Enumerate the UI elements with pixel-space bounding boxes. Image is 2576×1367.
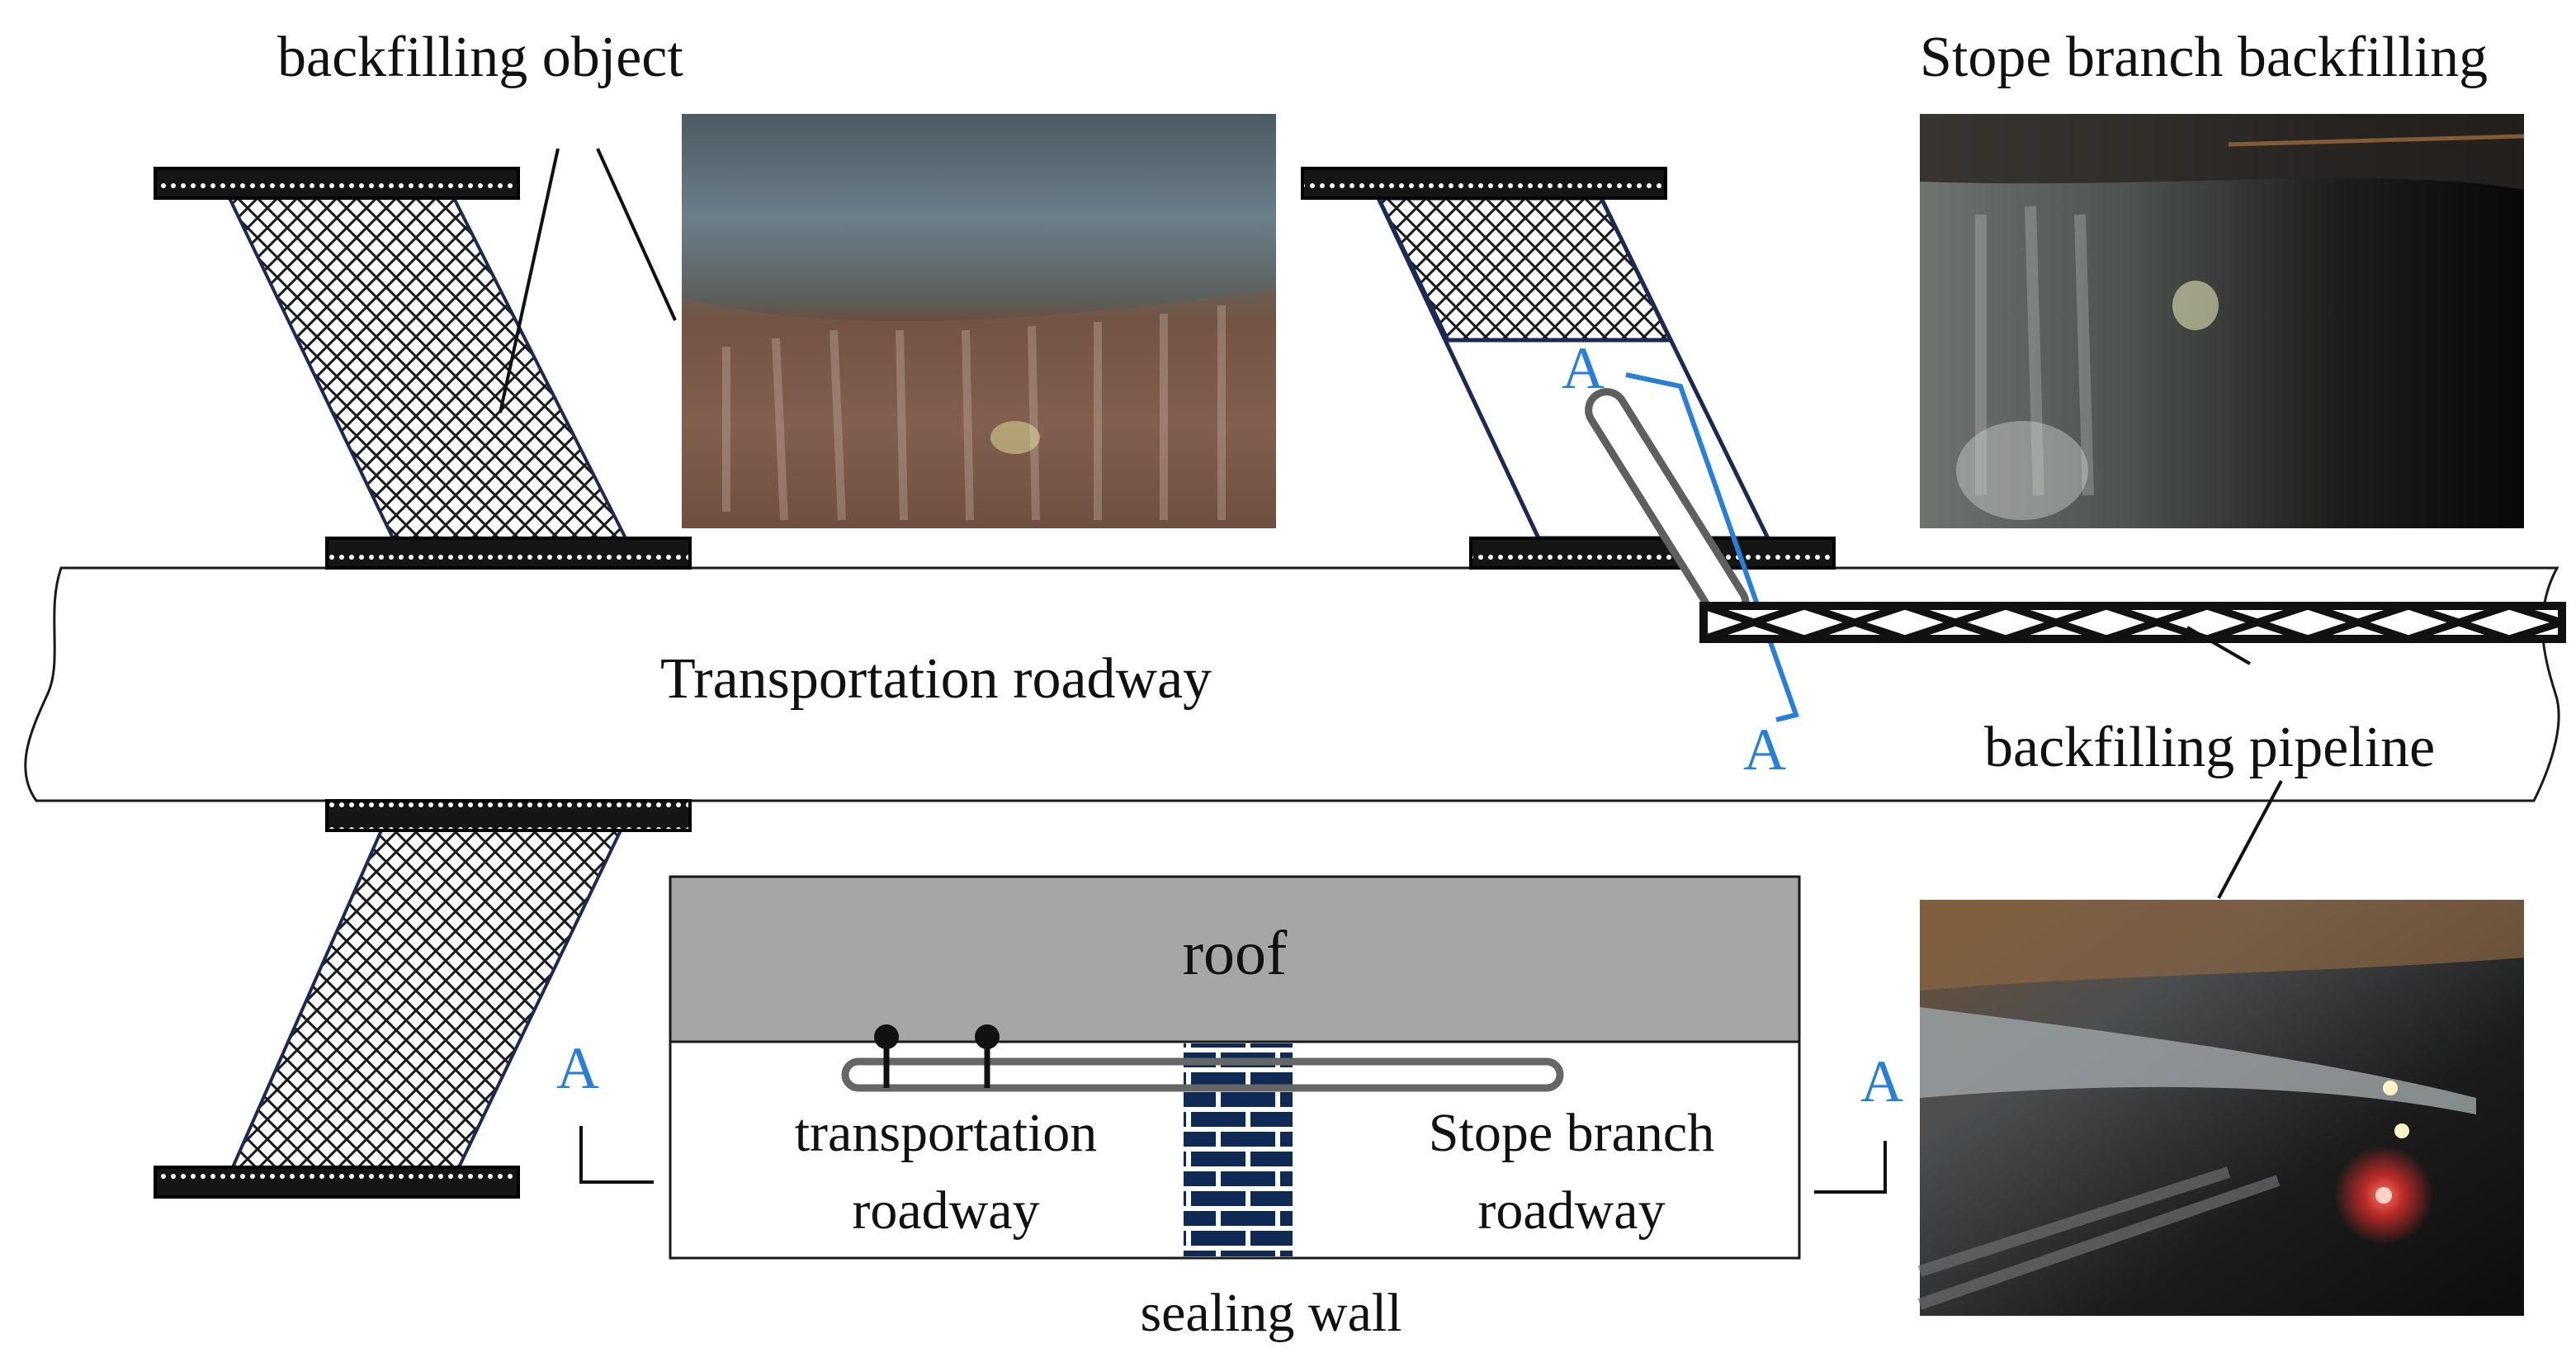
backfilling-object-label: backfilling object — [277, 26, 683, 89]
stope-branch-backfilling-photo — [1920, 114, 2525, 528]
backfilling-pipeline-photo — [1917, 900, 2524, 1316]
pillar-bar-top-middle — [1301, 167, 1667, 200]
roof-label: roof — [1183, 919, 1288, 988]
leader-backfilling-object — [499, 148, 677, 414]
cross-section-a-a: roof transportation roadway Stope branch… — [669, 875, 1801, 1260]
sealing-wall-label: sealing wall — [1140, 1283, 1401, 1343]
section-line-a-a — [1625, 372, 1799, 722]
backfilling-pipeline-truss — [1699, 602, 2566, 643]
pillar-bar-lower-left-top — [325, 799, 692, 832]
section-mark-a-left: A — [556, 1035, 599, 1101]
transportation-roadway-label: Transportation roadway — [660, 647, 1212, 711]
pillar-bar-bottom-left — [154, 1166, 520, 1199]
pillar-bar-upper-left-bottom — [325, 537, 692, 570]
sealing-wall — [1184, 1043, 1293, 1256]
pillar-bar-upper-middle-bottom — [1469, 537, 1836, 570]
section-mark-a-right: A — [1860, 1048, 1903, 1114]
pipe-hanger-1 — [874, 1024, 899, 1088]
pipe-hanger-2 — [975, 1024, 1000, 1088]
pipe-section — [841, 1057, 1564, 1092]
backfilling-object-photo — [682, 114, 1276, 528]
leader-backfilling-pipeline — [2186, 626, 2283, 899]
section-mark-a-bottom: A — [1743, 717, 1786, 783]
transportation-roadway-section-label-2: roadway — [852, 1180, 1039, 1241]
backfilling-object-lower-left — [229, 829, 624, 1169]
transportation-roadway-section-label-1: transportation — [795, 1103, 1098, 1163]
stope-branch-section-label-2: roadway — [1477, 1180, 1665, 1241]
stope-branch-backfilled-part — [1374, 196, 1675, 343]
section-bracket-right — [1814, 1141, 1887, 1194]
stope-branch-section-label-1: Stope branch — [1429, 1103, 1714, 1163]
section-bracket-left — [579, 1126, 654, 1184]
stope-branch-backfilling-label: Stope branch backfilling — [1920, 26, 2488, 89]
backfilling-object-upper-left — [226, 196, 629, 540]
pillar-bar-top-left — [154, 167, 520, 200]
backfilling-pipeline-label: backfilling pipeline — [1984, 716, 2435, 779]
section-mark-a-top: A — [1562, 335, 1605, 401]
